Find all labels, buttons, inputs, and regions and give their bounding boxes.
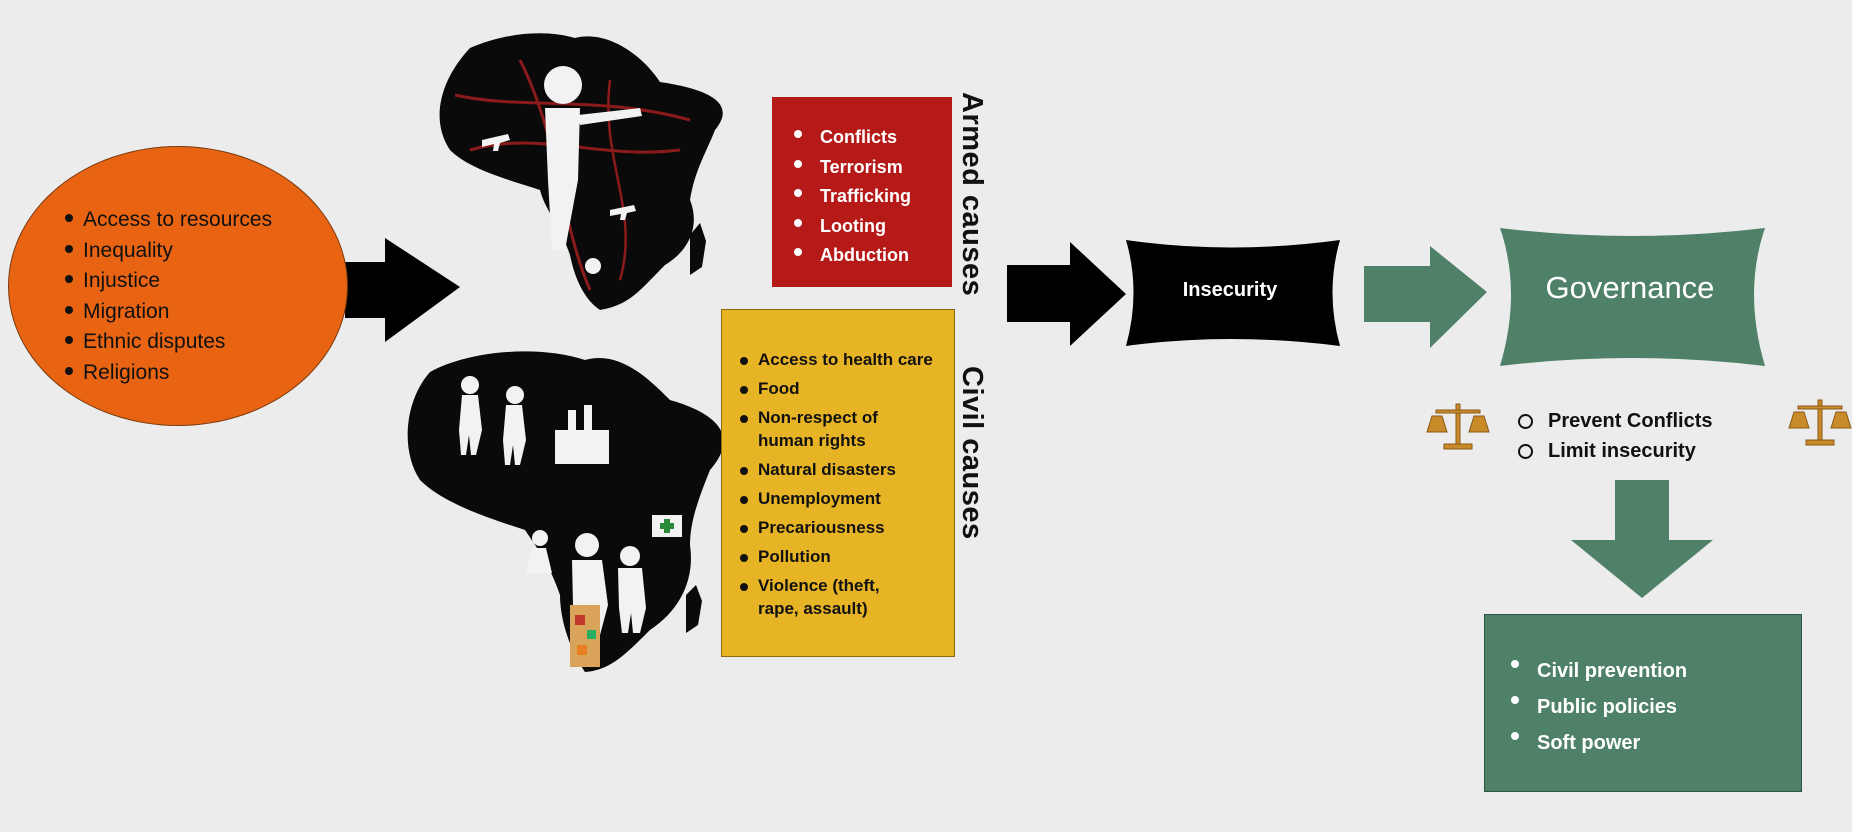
civil-causes-label: Civil causes xyxy=(956,366,988,540)
armed-cause-item: Abduction xyxy=(793,241,911,271)
armed-cause-item: Terrorism xyxy=(793,153,911,183)
armed-cause-item: Conflicts xyxy=(793,123,911,153)
governance-shape xyxy=(1500,228,1765,366)
cause-item: Inequality xyxy=(64,236,272,267)
civil-cause-item: Unemployment xyxy=(740,487,938,510)
governance-label: Governance xyxy=(1545,270,1715,305)
africa-map-armed xyxy=(439,33,723,310)
arrow-causes-to-maps xyxy=(345,238,460,342)
armed-causes-box: Conflicts Terrorism Trafficking Looting … xyxy=(772,97,952,287)
cause-item: Migration xyxy=(64,297,272,328)
circle-bullet-icon xyxy=(1518,414,1533,429)
cause-item: Ethnic disputes xyxy=(64,327,272,358)
governance-goals: Prevent Conflicts Limit insecurity xyxy=(1518,406,1712,466)
goal-item: Prevent Conflicts xyxy=(1518,406,1712,436)
insecurity-shape xyxy=(1126,240,1340,346)
insecurity-label: Insecurity xyxy=(1182,279,1278,301)
root-causes-ellipse: Access to resources Inequality Injustice… xyxy=(8,146,348,426)
civil-cause-item: Pollution xyxy=(740,545,938,568)
scale-icon xyxy=(1426,403,1490,450)
arrow-to-insecurity xyxy=(1007,242,1126,346)
scale-icon xyxy=(1788,399,1852,446)
civil-cause-item: Non-respect of human rights xyxy=(740,406,918,452)
cause-item: Access to resources xyxy=(64,205,272,236)
armed-cause-item: Trafficking xyxy=(793,182,911,212)
measure-item: Soft power xyxy=(1510,725,1687,761)
civil-causes-box: Access to health care Food Non-respect o… xyxy=(721,309,955,657)
civil-cause-item: Natural disasters xyxy=(740,458,938,481)
measure-item: Civil prevention xyxy=(1510,653,1687,689)
africa-map-civil xyxy=(407,351,724,672)
governance-measures-box: Civil prevention Public policies Soft po… xyxy=(1484,614,1802,792)
armed-causes-label: Armed causes xyxy=(956,92,988,297)
goal-item: Limit insecurity xyxy=(1518,436,1712,466)
cause-item: Religions xyxy=(64,358,272,389)
cause-item: Injustice xyxy=(64,266,272,297)
circle-bullet-icon xyxy=(1518,444,1533,459)
civil-cause-item: Violence (theft, rape, assault) xyxy=(740,574,908,620)
arrow-to-governance xyxy=(1364,246,1487,348)
arrow-to-measures xyxy=(1571,480,1713,598)
civil-cause-item: Precariousness xyxy=(740,516,938,539)
civil-cause-item: Access to health care xyxy=(740,348,938,371)
armed-cause-item: Looting xyxy=(793,212,911,242)
measure-item: Public policies xyxy=(1510,689,1687,725)
civil-cause-item: Food xyxy=(740,377,938,400)
